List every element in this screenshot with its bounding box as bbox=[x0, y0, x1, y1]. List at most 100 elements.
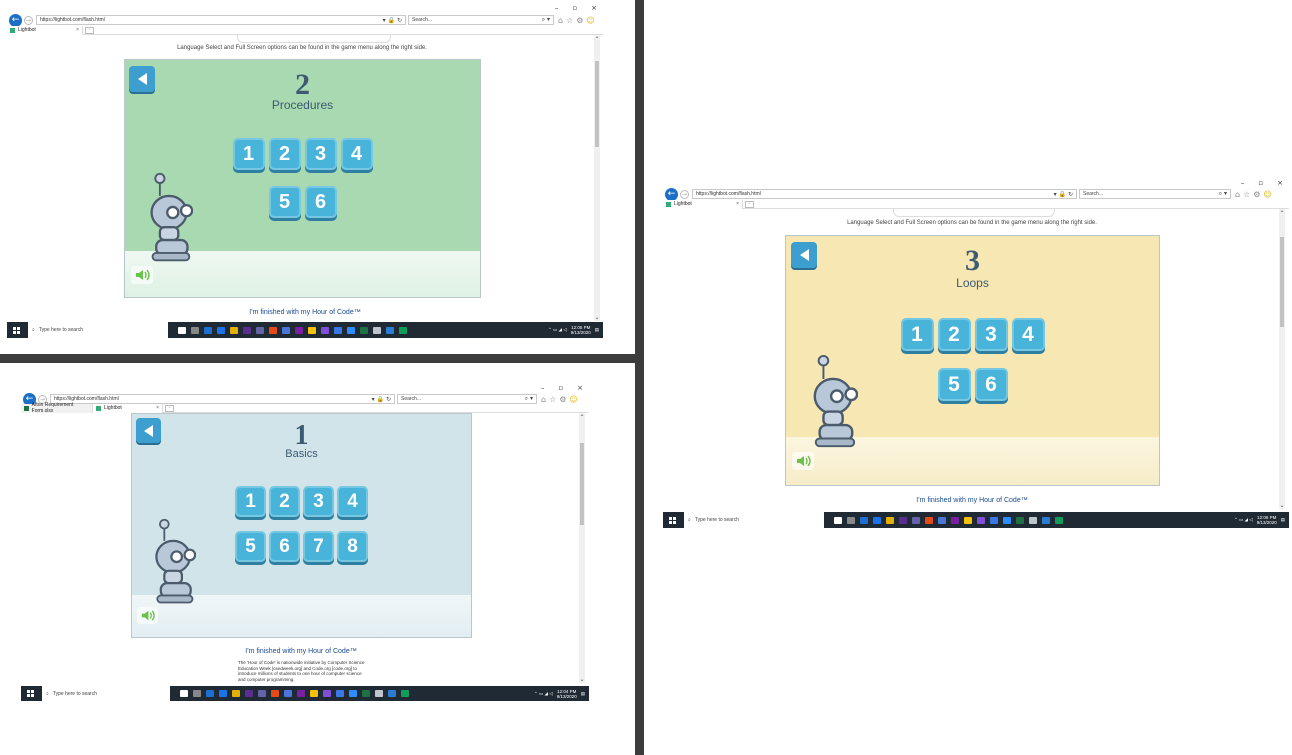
taskbar-app-icon[interactable] bbox=[847, 516, 855, 524]
taskbar-app-icon[interactable] bbox=[1042, 516, 1050, 524]
lock-refresh-icon[interactable]: ▾ 🔒 ↻ bbox=[1053, 190, 1073, 198]
scroll-down-icon[interactable]: ⌄ bbox=[1279, 502, 1285, 509]
address-bar[interactable]: https://lightbot.com/flash.html ▾ 🔒 ↻ bbox=[36, 15, 406, 25]
taskbar-app-icon[interactable] bbox=[180, 690, 188, 697]
taskbar-app-icon[interactable] bbox=[297, 690, 305, 697]
taskbar-app-icon[interactable] bbox=[1055, 516, 1063, 524]
taskbar-app-icon[interactable] bbox=[373, 326, 381, 334]
forward-arrow-icon[interactable]: → bbox=[38, 394, 47, 404]
search-icon[interactable]: ⌕ ▾ bbox=[1218, 190, 1227, 197]
notification-icon[interactable]: ▤ bbox=[594, 327, 599, 332]
page-scrollbar[interactable]: ⌃ ⌄ bbox=[594, 35, 600, 321]
tab-close-icon[interactable]: × bbox=[736, 201, 739, 207]
lock-refresh-icon[interactable]: ▾ 🔒 ↻ bbox=[382, 16, 402, 24]
star-icon[interactable]: ☆ bbox=[566, 15, 574, 25]
star-icon[interactable]: ☆ bbox=[1243, 189, 1251, 199]
maximize-button[interactable]: ▫ bbox=[1258, 179, 1264, 187]
new-tab-button[interactable]: ▫ bbox=[85, 26, 94, 34]
search-icon[interactable]: ⌕ ▾ bbox=[541, 16, 550, 23]
windows-icon[interactable] bbox=[13, 326, 20, 334]
level-tile-8[interactable]: 8 bbox=[337, 531, 368, 562]
windows-icon[interactable] bbox=[27, 690, 34, 697]
lock-refresh-icon[interactable]: ▾ 🔒 ↻ bbox=[371, 395, 391, 403]
forward-arrow-icon[interactable]: → bbox=[680, 189, 689, 199]
address-bar[interactable]: https://lightbot.com/flash.html ▾ 🔒 ↻ bbox=[50, 394, 395, 404]
level-tile-2[interactable]: 2 bbox=[269, 486, 300, 517]
tab-lightbot[interactable]: Lightbot × bbox=[93, 403, 163, 413]
taskbar-app-icon[interactable] bbox=[245, 690, 253, 697]
taskbar-app-icon[interactable] bbox=[193, 690, 201, 697]
taskbar-app-icon[interactable] bbox=[191, 326, 199, 334]
level-tile-4[interactable]: 4 bbox=[340, 138, 373, 170]
taskbar-app-icon[interactable] bbox=[204, 326, 212, 334]
game-back-button[interactable] bbox=[791, 242, 817, 268]
minimize-button[interactable]: – bbox=[1240, 179, 1245, 187]
taskbar-app-icon[interactable] bbox=[386, 326, 394, 334]
home-icon[interactable]: ⌂ bbox=[541, 394, 547, 404]
taskbar-app-icon[interactable] bbox=[990, 516, 998, 524]
scroll-up-icon[interactable]: ⌃ bbox=[579, 414, 585, 421]
taskbar-app-icon[interactable] bbox=[349, 690, 357, 697]
level-tile-7[interactable]: 7 bbox=[303, 531, 334, 562]
close-button[interactable]: × bbox=[591, 4, 597, 12]
tab-lightbot[interactable]: Lightbot × bbox=[663, 199, 743, 209]
taskbar-app-icon[interactable] bbox=[977, 516, 985, 524]
taskbar-app-icon[interactable] bbox=[323, 690, 331, 697]
tray-icons[interactable]: ⌃ ▭ ◢ ◁ bbox=[548, 327, 567, 332]
home-icon[interactable]: ⌂ bbox=[558, 15, 564, 25]
page-scrollbar[interactable]: ⌃ ⌄ bbox=[1279, 209, 1285, 509]
level-tile-6[interactable]: 6 bbox=[974, 368, 1008, 401]
taskbar-app-icon[interactable] bbox=[964, 516, 972, 524]
taskbar-app-icon[interactable] bbox=[232, 690, 240, 697]
taskbar-app-icon[interactable] bbox=[217, 326, 225, 334]
level-tile-4[interactable]: 4 bbox=[1011, 318, 1045, 351]
address-bar[interactable]: https://lightbot.com/flash.html ▾ 🔒 ↻ bbox=[692, 189, 1077, 199]
taskbar-app-icon[interactable] bbox=[834, 516, 842, 524]
maximize-button[interactable]: ▫ bbox=[558, 384, 564, 392]
close-button[interactable]: × bbox=[1277, 179, 1283, 187]
level-tile-6[interactable]: 6 bbox=[304, 186, 337, 218]
level-tile-1[interactable]: 1 bbox=[900, 318, 934, 351]
taskbar-app-icon[interactable] bbox=[860, 516, 868, 524]
taskbar-app-icon[interactable] bbox=[912, 516, 920, 524]
speaker-icon[interactable] bbox=[137, 607, 158, 624]
taskbar-app-icon[interactable] bbox=[310, 690, 318, 697]
taskbar-app-icon[interactable] bbox=[873, 516, 881, 524]
notification-icon[interactable]: ▤ bbox=[1280, 517, 1285, 522]
scroll-down-icon[interactable]: ⌄ bbox=[594, 314, 600, 321]
level-tile-1[interactable]: 1 bbox=[232, 138, 265, 170]
star-icon[interactable]: ☆ bbox=[549, 394, 557, 404]
search-input[interactable]: Search... ⌕ ▾ bbox=[408, 15, 554, 25]
speaker-icon[interactable] bbox=[131, 266, 153, 284]
taskbar-app-icon[interactable] bbox=[360, 326, 368, 334]
level-tile-4[interactable]: 4 bbox=[337, 486, 368, 517]
close-button[interactable]: × bbox=[577, 384, 583, 392]
finished-link[interactable]: I'm finished with my Hour of Code™ bbox=[249, 309, 361, 316]
level-tile-5[interactable]: 5 bbox=[268, 186, 301, 218]
search-input[interactable]: Search... ⌕ ▾ bbox=[1079, 189, 1231, 199]
scroll-up-icon[interactable]: ⌃ bbox=[594, 36, 600, 43]
tab-close-icon[interactable]: × bbox=[156, 405, 159, 411]
gear-icon[interactable]: ⚙ bbox=[576, 15, 584, 25]
taskbar-app-icon[interactable] bbox=[1003, 516, 1011, 524]
taskbar-app-icon[interactable] bbox=[336, 690, 344, 697]
new-tab-button[interactable]: ▫ bbox=[165, 404, 174, 412]
tray-icons[interactable]: ⌃ ▭ ◢ ◁ bbox=[534, 690, 553, 696]
taskbar-search-input[interactable]: ⌕Type here to search bbox=[42, 686, 170, 701]
tab-close-icon[interactable]: × bbox=[76, 27, 79, 33]
taskbar-search-input[interactable]: ⌕Type here to search bbox=[28, 322, 168, 338]
level-tile-2[interactable]: 2 bbox=[937, 318, 971, 351]
minimize-button[interactable]: – bbox=[554, 4, 559, 12]
home-icon[interactable]: ⌂ bbox=[1235, 189, 1241, 199]
taskbar-app-icon[interactable] bbox=[269, 326, 277, 334]
taskbar-app-icon[interactable] bbox=[295, 326, 303, 334]
scroll-thumb[interactable] bbox=[595, 61, 599, 147]
taskbar-app-icon[interactable] bbox=[1029, 516, 1037, 524]
taskbar-app-icon[interactable] bbox=[347, 326, 355, 334]
level-tile-5[interactable]: 5 bbox=[235, 531, 266, 562]
